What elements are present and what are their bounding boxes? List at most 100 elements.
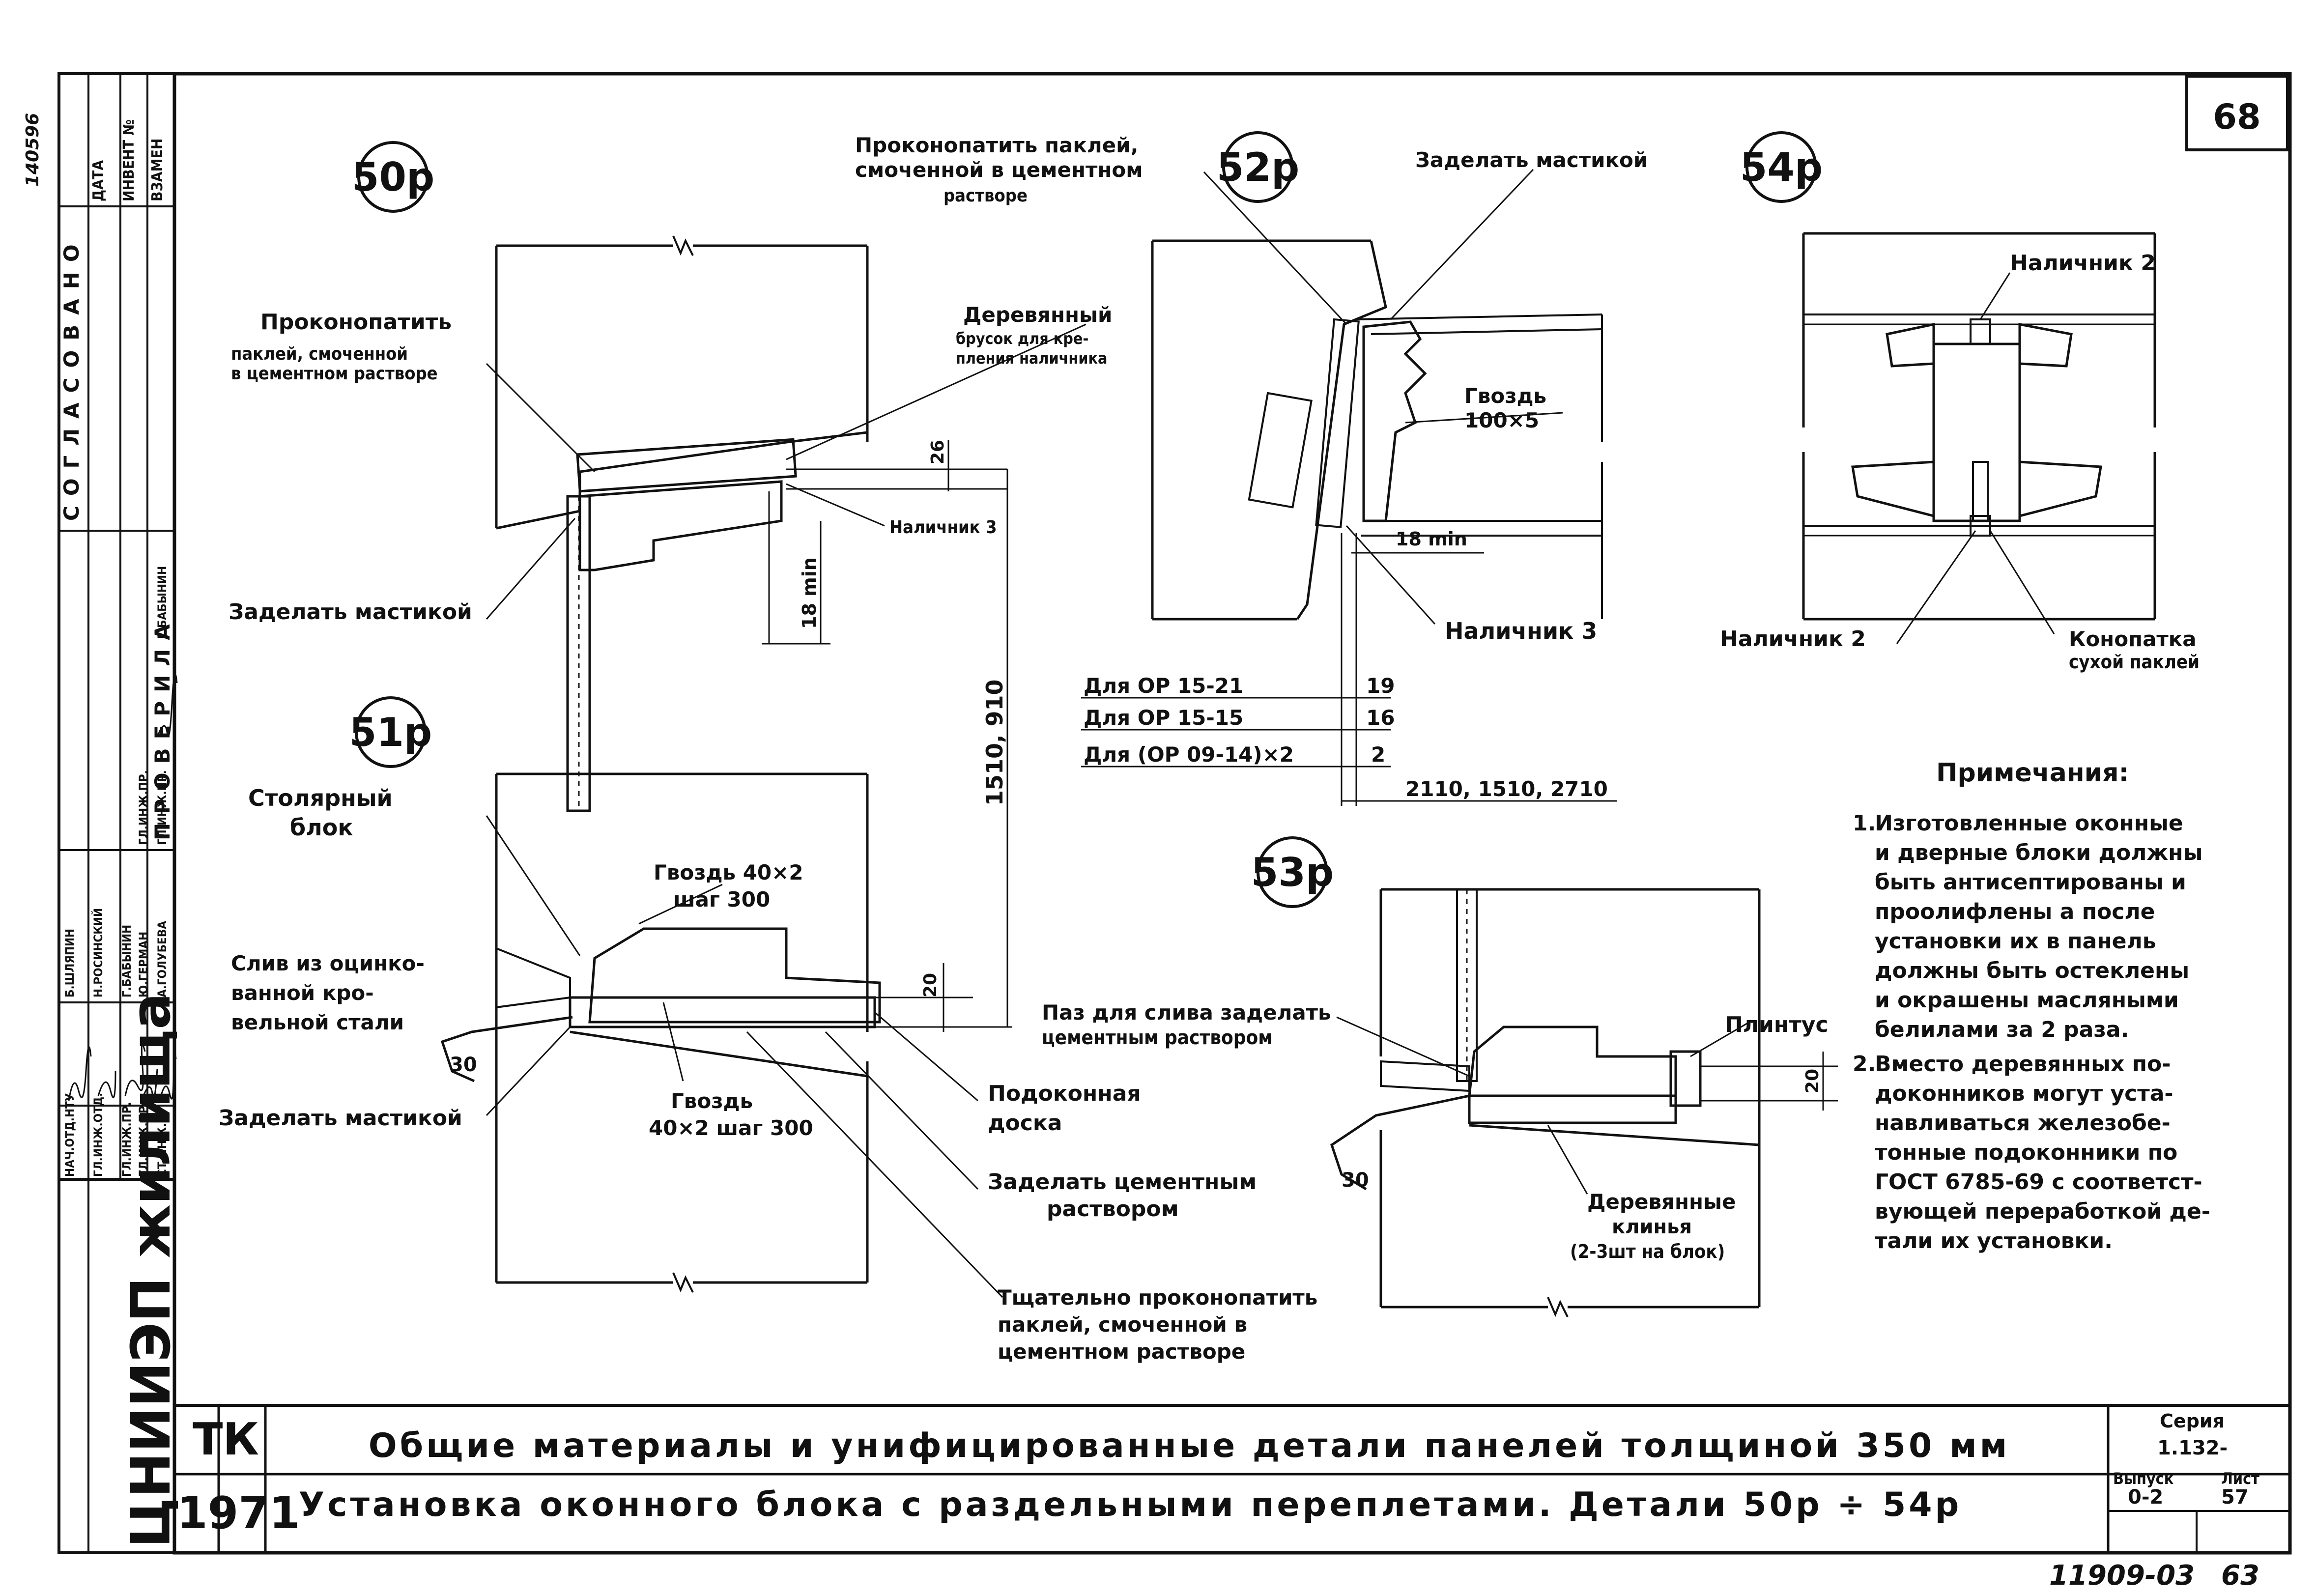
notes-line: Вместо деревянных по-: [1875, 1052, 2171, 1077]
d53-wedges-label-line3: (2-3шт на блок): [1570, 1241, 1725, 1262]
d51-drip-label-line1: Слив из оцинко-: [231, 951, 425, 975]
stamp-name: Б.ШЛЯПИН: [63, 929, 77, 998]
notes-line: должны быть остеклены: [1875, 958, 2189, 983]
title-year: 1971: [177, 1487, 300, 1539]
footer-page: 63: [2221, 1560, 2259, 1592]
issue-label: Выпуск: [2113, 1469, 2174, 1488]
badge-54r-circle: [1745, 131, 1817, 203]
stamp-role: ГЛ.ИНЖ.ОТД.: [91, 1093, 105, 1177]
stamp-check-name: Г.БАБЫНИН: [155, 566, 169, 639]
d51-caulk-label-line1: Тщательно проконопатить: [998, 1285, 1317, 1310]
left-stamp: [57, 72, 176, 1554]
stamp-col-replace: ВЗАМЕН: [149, 138, 166, 201]
notes-line: навливаться железобе-: [1875, 1111, 2171, 1136]
badge-54r: 54р: [1740, 144, 1823, 190]
d52-casing-label: Наличник 3: [1445, 618, 1597, 644]
d53-wedges-label-line1: Деревянные: [1587, 1190, 1736, 1214]
signatures: [68, 673, 178, 1101]
badge-51r: 51р: [349, 710, 432, 755]
d52-table-row-value: 19: [1366, 674, 1395, 698]
d51-caulk-label-line3: цементном растворе: [998, 1340, 1245, 1364]
d52-table-row-value: 16: [1366, 706, 1395, 730]
stamp-role: ГЛ.ИНЖ.ПР.: [137, 1102, 150, 1177]
sheet-number: 68: [2213, 97, 2260, 137]
d50-block-label-line3: пления наличника: [956, 349, 1107, 368]
notes-line: и окрашены масляными: [1875, 988, 2179, 1013]
d52-nail-label-line2: 100×5: [1464, 408, 1539, 432]
d51-nail2-label-line2: 40×2 шаг 300: [649, 1116, 813, 1140]
badge-52r-circle: [1222, 131, 1294, 203]
d51-joinery-label-line2: блок: [290, 814, 353, 841]
d54-tow-label-line2: сухой паклей: [2069, 651, 2200, 673]
d50-dim-height: 1510, 910: [981, 679, 1008, 806]
issue-value: 0-2: [2128, 1486, 2163, 1509]
d52-table-widths: 2110, 1510, 2710: [1405, 777, 1608, 801]
notes-line: доконников могут уста-: [1875, 1081, 2173, 1106]
d51-mastic-label: Заделать мастикой: [219, 1106, 462, 1131]
stamp-col-inventory: ИНВЕНТ №: [120, 119, 138, 201]
d50-dim-18min: 18 min: [799, 557, 820, 629]
notes-line: тали их установки.: [1875, 1228, 2113, 1254]
notes-line: и дверные блоки должны: [1875, 840, 2202, 865]
notes-line: тонные подоконники по: [1875, 1140, 2177, 1165]
stamp-name: А.ГОЛУБЕВА: [155, 921, 169, 998]
d51-nail-label-line2: шаг 300: [673, 887, 770, 912]
stamp-name: Ю.ГЕРМАН: [137, 932, 150, 998]
badge-51r-circle: [355, 696, 427, 768]
sheet-value: 57: [2221, 1486, 2249, 1509]
d53-plinth-label: Плинтус: [1725, 1012, 1829, 1037]
title-main: Общие материалы и унифицированные детали…: [369, 1426, 2010, 1465]
d54-casing-top-label: Наличник 2: [2010, 251, 2156, 276]
d50-casing-label: Наличник 3: [889, 517, 997, 538]
stamp-org: ЦНИИЭП жилища: [119, 993, 182, 1548]
d53-dim-30: 30: [1342, 1169, 1369, 1192]
notes-item-num: 2.: [1853, 1052, 1876, 1077]
detail-54r: 54р: [1740, 131, 2156, 644]
d51-dim-30: 30: [450, 1054, 477, 1076]
footer-number: 11909-03: [2049, 1560, 2195, 1592]
d50-block-label-line2: брусок для кре-: [956, 329, 1088, 348]
detail-52r: 52р: [1151, 131, 1603, 806]
d51-cement-label-line1: Заделать цементным: [988, 1169, 1257, 1195]
badge-53r: 53р: [1251, 850, 1334, 895]
d52-caulk-label-line3: растворе: [944, 186, 1028, 206]
d50-mastic-label: Заделать мастикой: [229, 599, 472, 625]
stamp-check-role: ГЛ.ИНЖ.ПР.: [137, 770, 150, 845]
d51-joinery-label-line1: Столярный: [248, 785, 393, 811]
d51-drip-label-line2: ванной кро-: [231, 981, 374, 1005]
title-code: ТК: [193, 1414, 259, 1465]
d51-nail-label-line1: Гвоздь 40×2: [654, 860, 803, 884]
d52-dim-table: [1081, 697, 1617, 802]
detail-51r: 51р: [349, 696, 1012, 1298]
detail-50r: 50р: [352, 141, 1087, 1027]
d52-nail-label-line1: Гвоздь: [1464, 384, 1546, 408]
d52-caulk-label-line2: смоченной в цементном: [855, 158, 1143, 182]
stamp-roles: НАЧ.ОТД.НТУ ГЛ.ИНЖ.ОТД. ГЛ.ИНЖ.ПР. ГЛ.ИН…: [63, 566, 169, 1177]
d53-groove-label-line2: цементным раствором: [1042, 1026, 1273, 1049]
series-value: 1.132-: [2157, 1437, 2228, 1459]
d52-table-row-value: 2: [1371, 742, 1385, 767]
d51-drip-label-line3: вельной стали: [231, 1010, 404, 1034]
notes-line: вующей переработкой де-: [1875, 1199, 2210, 1224]
d51-sill-label-line2: доска: [988, 1111, 1062, 1136]
d54-tow-label-line1: Конопатка: [2069, 627, 2197, 651]
notes-title: Примечания:: [1936, 758, 2129, 788]
d52-caulk-label-line1: Проконопатить паклей,: [855, 133, 1138, 157]
d51-caulk-label-line2: паклей, смоченной в: [998, 1312, 1247, 1337]
badge-50r-circle: [357, 141, 429, 213]
stamp-check-role: ГЛ.ИНЖ.ПР.: [155, 770, 169, 845]
stamp-role: НАЧ.ОТД.НТУ: [63, 1093, 77, 1177]
notes-item-num: 1.: [1853, 811, 1876, 836]
d51-cement-label-line2: раствором: [1047, 1197, 1179, 1222]
stamp-name: Г.БАБЫНИН: [120, 925, 134, 998]
notes-item-1: 1. Изготовленные оконные и дверные блоки…: [1853, 811, 2202, 1042]
stamp-name: Н.РОСИНСКИЙ: [91, 908, 105, 998]
d50-dim-26: 26: [928, 440, 948, 464]
d51-nail2-label-line1: Гвоздь: [671, 1089, 753, 1113]
stamp-col-date: ДАТА: [90, 160, 107, 201]
d53-groove-label-line1: Паз для слива заделать: [1042, 1000, 1331, 1025]
d51-sill-label-line1: Подоконная: [988, 1081, 1141, 1106]
sheet-label: Лист: [2221, 1469, 2259, 1488]
d51-dim-20: 20: [920, 973, 941, 998]
series-label: Серия: [2160, 1410, 2225, 1432]
